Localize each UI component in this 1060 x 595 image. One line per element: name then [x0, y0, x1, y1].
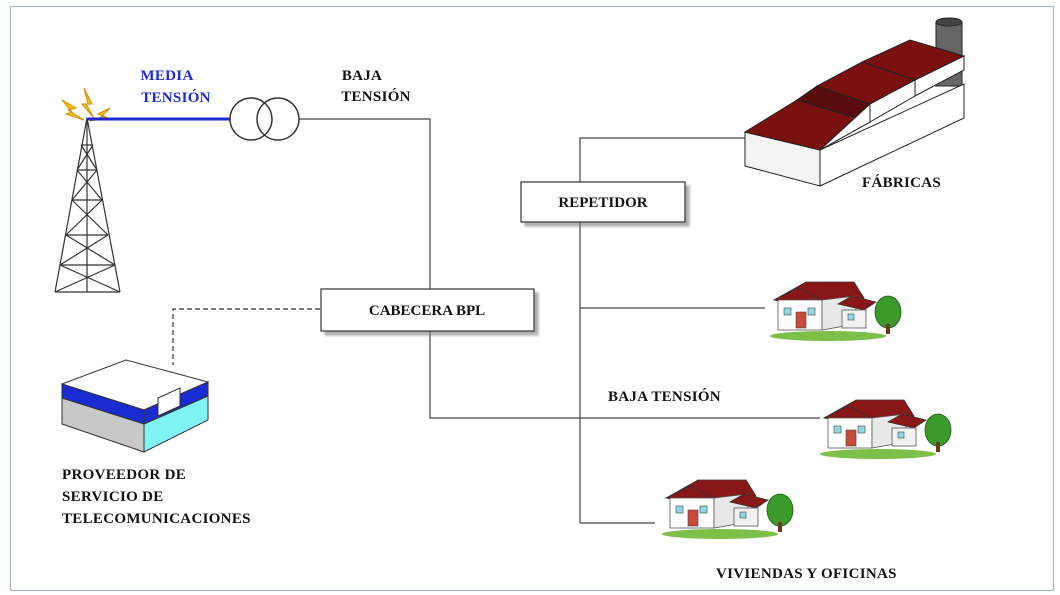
proveedor-label-2: SERVICIO DE: [62, 489, 164, 505]
repetidor-box: REPETIDOR: [520, 181, 686, 223]
baja-tension-top-label-1: BAJA: [342, 68, 382, 84]
house-icon: [820, 399, 952, 459]
provider-link-line: [172, 308, 320, 365]
spark-icon: [61, 87, 111, 122]
provider-building-icon: [60, 359, 210, 453]
repeater-bus-line: [579, 137, 765, 524]
baja-tension-mid-label: BAJA TENSIÓN: [608, 388, 721, 405]
house-icon: [662, 479, 794, 539]
transformer-icon: [229, 97, 300, 141]
fabricas-label: FÁBRICAS: [862, 174, 941, 191]
transmission-tower-icon: [54, 117, 121, 293]
cabecera-label: CABECERA BPL: [369, 303, 485, 319]
proveedor-label-1: PROVEEDOR DE: [62, 467, 186, 483]
baja-tension-top-label-2: TENSIÓN: [341, 88, 411, 105]
factory-icon: [743, 17, 966, 187]
house-icon: [770, 281, 902, 341]
low-voltage-feeder-line: [299, 118, 820, 419]
repetidor-label: REPETIDOR: [558, 195, 647, 211]
viviendas-label: VIVIENDAS Y OFICINAS: [716, 566, 897, 582]
media-tension-label-1: MEDIA: [140, 68, 193, 84]
media-tension-label-2: TENSIÓN: [141, 89, 211, 106]
cabecera-bpl-box: CABECERA BPL: [320, 288, 535, 332]
proveedor-label-3: TELECOMUNICACIONES: [62, 511, 251, 527]
